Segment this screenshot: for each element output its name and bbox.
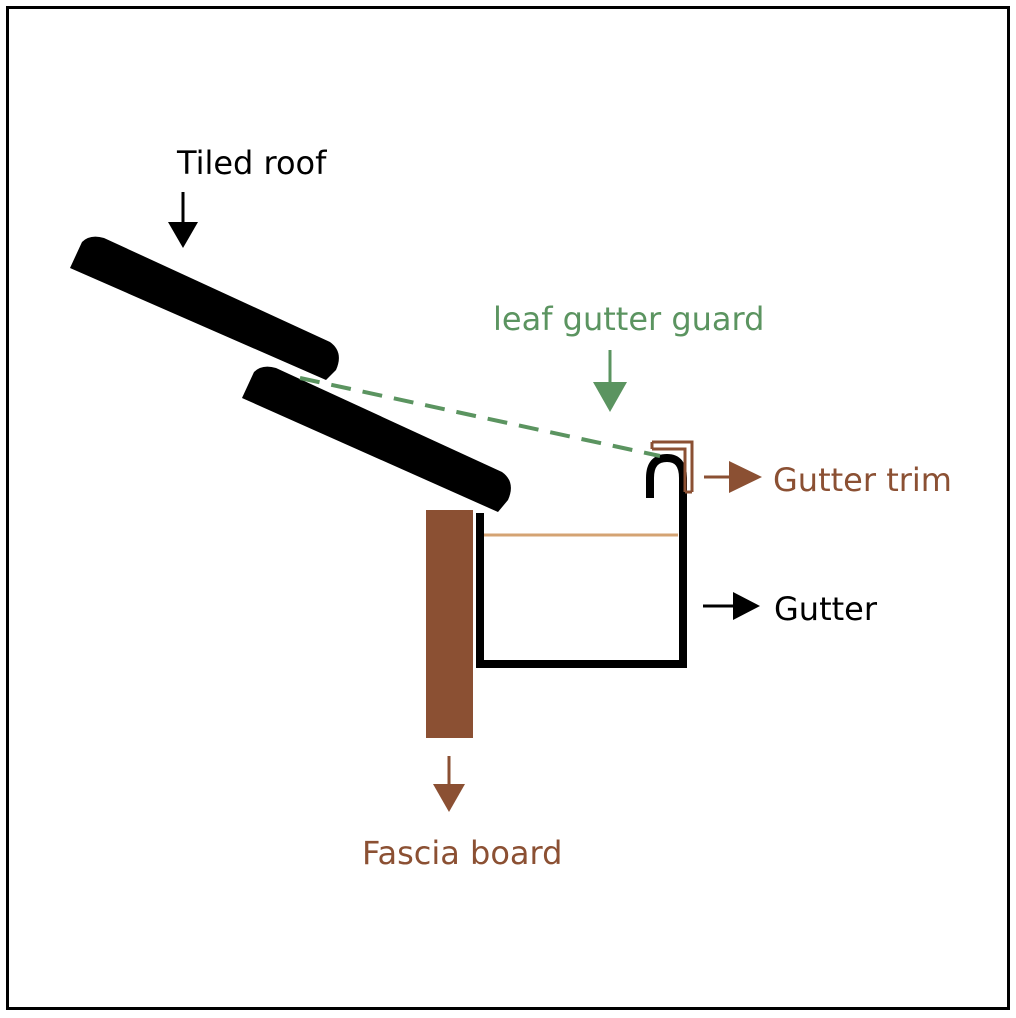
gutter-trim-bracket [652, 440, 694, 492]
roof-tile-upper [70, 236, 339, 380]
gutter-body [476, 453, 687, 668]
fascia-board [426, 510, 473, 738]
roof-label: Tiled roof [176, 144, 327, 182]
trim-arrow-head [729, 461, 762, 493]
roof-arrow-head [168, 222, 198, 248]
leaf-guard-line [299, 376, 661, 458]
guard-label: leaf gutter guard [493, 300, 764, 338]
guard-arrow-head [593, 382, 627, 412]
gutter-arrow-head [733, 592, 760, 620]
gutter-trim-bracket-inner [652, 447, 687, 492]
fascia-label: Fascia board [362, 834, 562, 872]
trim-label: Gutter trim [773, 461, 952, 499]
fascia-arrow-head [433, 784, 465, 812]
roof-tile-lower [242, 366, 511, 512]
gutter-label: Gutter [774, 590, 878, 628]
diagram-frame [6, 6, 1010, 1010]
